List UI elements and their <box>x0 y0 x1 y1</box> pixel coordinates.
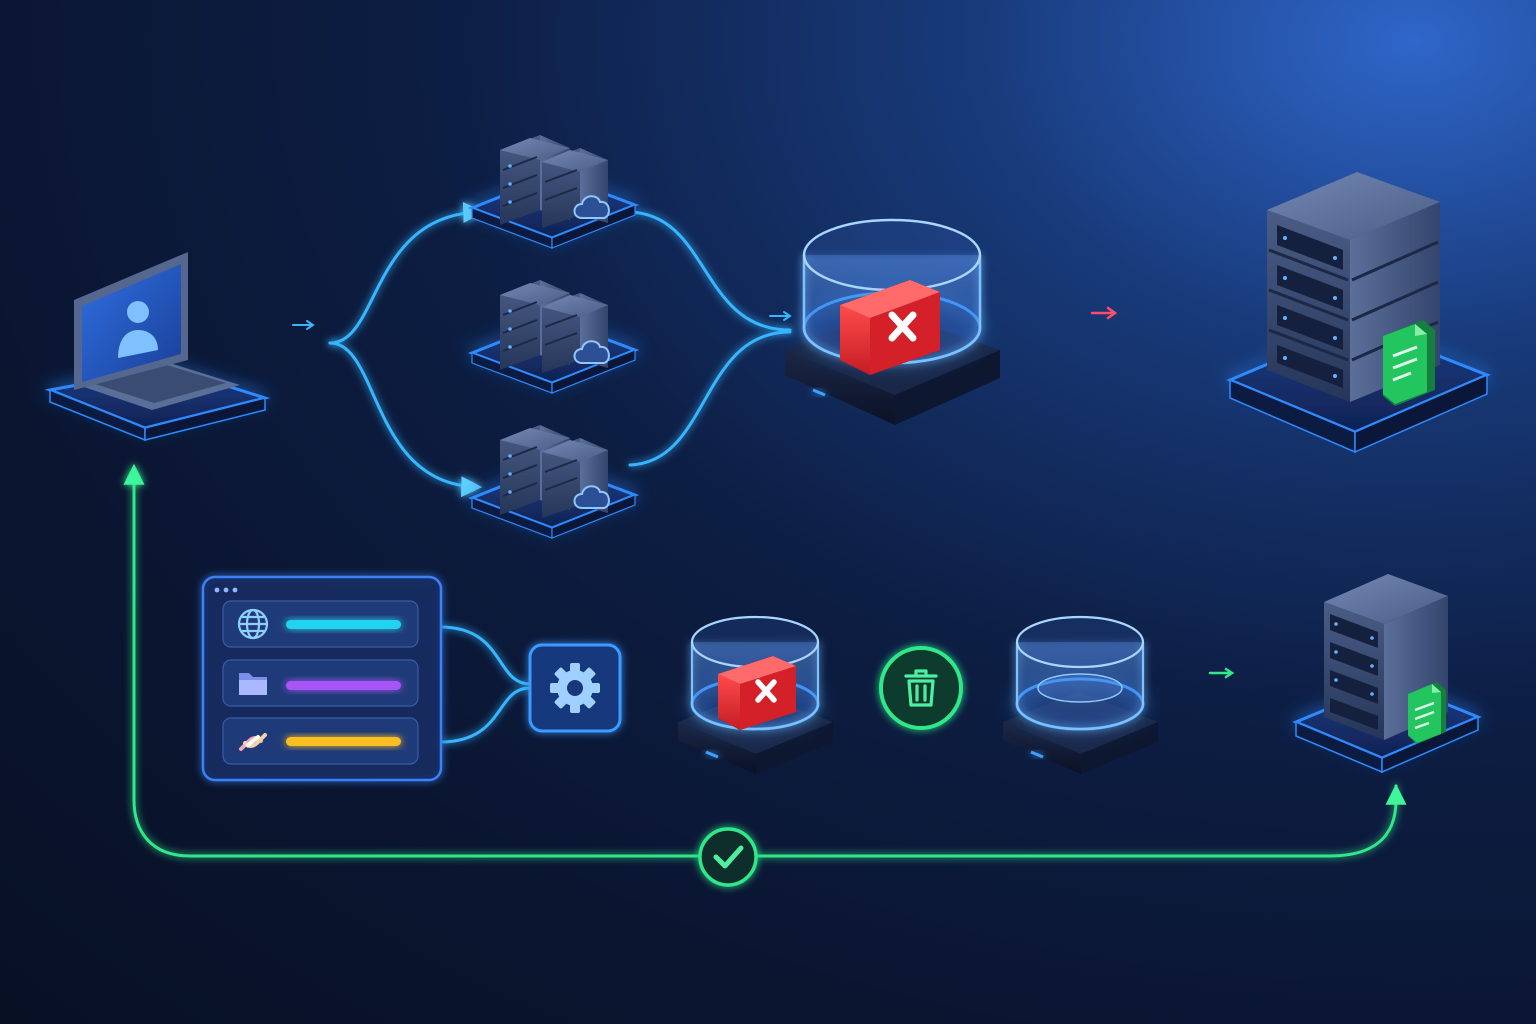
replica-server-bottom[interactable] <box>467 425 640 539</box>
flow-branch-top <box>328 201 485 345</box>
link-icon <box>239 733 267 751</box>
panel-row-folder[interactable] <box>222 659 419 707</box>
top-cache-node[interactable] <box>785 218 1000 425</box>
connectors <box>123 201 1407 858</box>
processor-node[interactable] <box>528 643 622 733</box>
replica-server-top[interactable] <box>467 135 640 249</box>
flow-panel-row1 <box>438 625 532 686</box>
flow-replica-top-to-cache <box>628 210 792 332</box>
panel-row-link[interactable] <box>222 717 419 765</box>
cloud-icon <box>573 195 610 219</box>
laptop-screen <box>82 264 181 382</box>
gear-icon <box>550 663 600 713</box>
url-bar <box>286 620 401 629</box>
flow-branch-bottom <box>328 341 483 498</box>
request-panel[interactable] <box>201 575 443 782</box>
x-icon <box>888 311 917 342</box>
chevron-middle <box>769 311 792 321</box>
chevron-laptop <box>292 320 315 330</box>
origin-server[interactable] <box>1226 172 1491 454</box>
link-bar <box>286 737 401 746</box>
bottom-cache-node[interactable] <box>678 615 833 774</box>
client-laptop[interactable] <box>44 252 271 442</box>
check-icon <box>713 845 744 869</box>
chevron-green <box>1208 667 1235 679</box>
flow-panel-row3 <box>438 686 532 744</box>
document-icon <box>1383 320 1435 406</box>
flow-return-loop <box>123 463 1398 858</box>
chevron-red <box>1090 306 1118 320</box>
folder-bar <box>286 681 401 690</box>
purge-node[interactable] <box>879 646 963 730</box>
window-dots <box>214 587 238 593</box>
flow-replica-bottom-to-cache <box>628 330 792 467</box>
folder-icon <box>239 673 267 695</box>
document-icon <box>1408 682 1446 744</box>
globe-icon <box>237 608 269 640</box>
trash-icon <box>904 669 938 707</box>
bottom-server[interactable] <box>1292 574 1482 774</box>
replica-server-middle[interactable] <box>467 280 640 394</box>
x-icon <box>755 679 777 703</box>
user-icon <box>118 301 158 358</box>
empty-cache-node[interactable] <box>1003 615 1158 774</box>
panel-row-url[interactable] <box>222 600 419 648</box>
success-badge <box>698 827 758 887</box>
cloud-icon <box>573 340 610 364</box>
cloud-icon <box>573 485 610 509</box>
error-box <box>718 656 796 730</box>
